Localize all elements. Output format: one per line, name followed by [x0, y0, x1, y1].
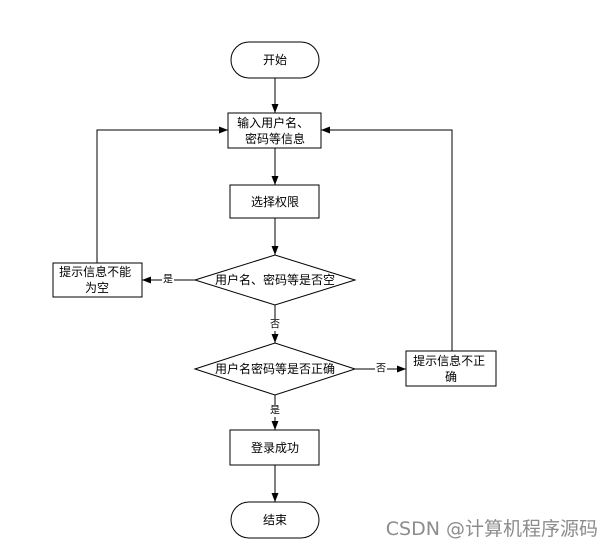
node-label: 用户名密码等是否正确 — [215, 361, 335, 376]
decision-diamond — [193, 342, 357, 396]
node-incorrect-prompt: 提示信息不正 确 — [405, 350, 497, 387]
node-check-empty: 用户名、密码等是否空 — [193, 254, 357, 306]
decision-diamond — [193, 254, 357, 306]
node-label: 提示信息不能 为空 — [59, 261, 135, 295]
node-start: 开始 — [230, 41, 320, 79]
terminal-shape — [230, 501, 320, 539]
node-label: 用户名、密码等是否空 — [215, 272, 335, 287]
node-input-credentials: 输入用户名、 密码等信息 — [227, 112, 322, 149]
terminal-shape — [230, 41, 320, 79]
node-login-success: 登录成功 — [229, 429, 320, 466]
node-label-line-1: 提示信息不能 — [59, 264, 131, 279]
edge-check-empty-yes: 是 — [142, 274, 195, 286]
node-label-line-2: 为空 — [85, 281, 109, 295]
edge-label-no: 否 — [270, 319, 280, 331]
node-empty-prompt: 提示信息不能 为空 — [52, 261, 143, 298]
edge-label-background — [375, 363, 387, 375]
edge-check-correct-yes: 是 — [269, 395, 281, 430]
node-label: 提示信息不正 确 — [413, 350, 489, 384]
process-box — [229, 184, 320, 219]
edge-label-background — [269, 405, 281, 417]
edge-empty-prompt-return-to-input — [96, 126, 228, 263]
node-select-permission: 选择权限 — [229, 184, 320, 219]
edge-check-empty-no: 否 — [269, 305, 281, 343]
edge-incorrect-prompt-return-to-input — [321, 126, 453, 351]
edge-check-correct-no: 否 — [355, 363, 406, 375]
node-label-line-1: 提示信息不正 — [413, 353, 485, 368]
node-label: 开始 — [263, 53, 287, 67]
node-label: 结束 — [263, 513, 287, 527]
edge-label-background — [269, 319, 281, 331]
edge-label-no: 否 — [376, 363, 386, 375]
node-label-line-2: 确 — [445, 370, 457, 384]
node-check-correct: 用户名密码等是否正确 — [193, 342, 357, 396]
edge-label-yes: 是 — [270, 405, 280, 417]
node-label-line-1: 输入用户名、 — [237, 115, 309, 130]
process-box — [405, 350, 497, 387]
process-box — [52, 262, 143, 298]
edge-label-background — [162, 274, 174, 286]
watermark-text: CSDN @计算机程序源码 — [386, 518, 598, 540]
node-label: 登录成功 — [251, 440, 299, 455]
node-end: 结束 — [230, 501, 320, 539]
node-label: 选择权限 — [251, 195, 299, 209]
edge-label-yes: 是 — [163, 274, 173, 286]
process-box — [227, 112, 322, 149]
node-label: 输入用户名、 密码等信息 — [237, 112, 313, 146]
node-label-line-2: 密码等信息 — [245, 131, 305, 146]
process-box — [229, 429, 320, 466]
